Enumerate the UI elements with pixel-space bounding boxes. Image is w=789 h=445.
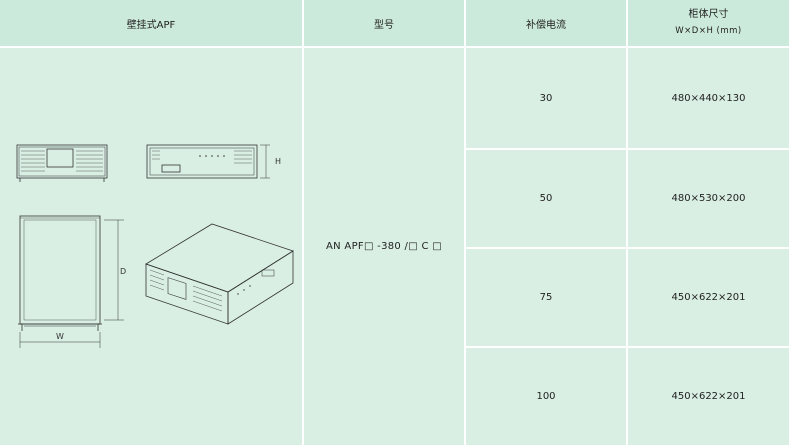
current-value: 100 — [536, 391, 556, 402]
header-current-col: 补偿电流 — [466, 0, 626, 46]
product-drawing-cell: H D W — [0, 48, 302, 445]
header-image-col: 壁挂式APF — [0, 0, 302, 46]
current-value: 30 — [539, 92, 553, 104]
current-cell: 30 — [466, 48, 626, 148]
header-model-col: 型号 — [304, 0, 464, 46]
model-cell: AN APF□ -380 /□ C □ — [304, 48, 464, 445]
header-current-label: 补偿电流 — [526, 19, 566, 31]
model-code: AN APF□ -380 /□ C □ — [326, 241, 442, 252]
dim-w-label: W — [56, 332, 64, 341]
current-cell: 75 — [466, 249, 626, 346]
dim-h-label: H — [275, 157, 281, 166]
size-value: 480×530×200 — [671, 193, 746, 204]
header-size-unit: W×D×H (mm) — [675, 26, 742, 36]
size-value: 480×440×130 — [671, 92, 746, 104]
dim-d-label: D — [120, 267, 126, 276]
size-cell: 480×440×130 — [628, 48, 789, 148]
size-cell: 480×530×200 — [628, 150, 789, 247]
size-value: 450×622×201 — [671, 292, 746, 303]
size-cell: 450×622×201 — [628, 249, 789, 346]
size-cell: 450×622×201 — [628, 348, 789, 445]
current-value: 75 — [539, 292, 553, 303]
header-model-label: 型号 — [374, 19, 394, 31]
current-cell: 100 — [466, 348, 626, 445]
current-cell: 50 — [466, 150, 626, 247]
header-size-label: 柜体尺寸 — [688, 9, 729, 20]
apf-technical-drawing: H D W — [16, 144, 294, 348]
header-image-label: 壁挂式APF — [126, 19, 176, 31]
size-value: 450×622×201 — [671, 391, 746, 402]
current-value: 50 — [539, 193, 553, 204]
header-size-col: 柜体尺寸 W×D×H (mm) — [628, 0, 789, 46]
